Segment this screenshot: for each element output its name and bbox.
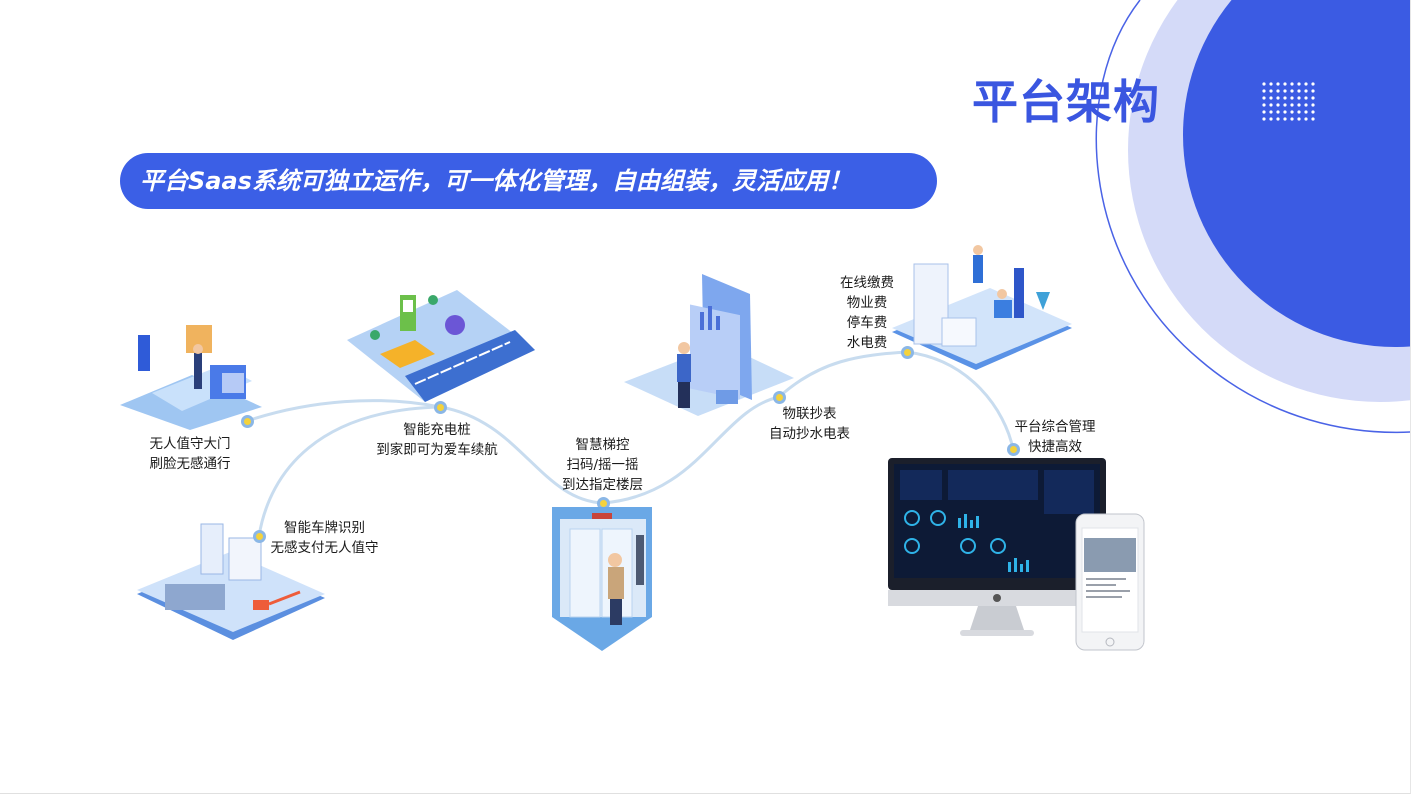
node-charging [434, 401, 447, 414]
online-payment-icon [892, 245, 1072, 370]
node-gate [241, 415, 254, 428]
dot-grid-icon [1262, 82, 1315, 121]
module-elevator-label: 智慧梯控扫码/摇一摇到达指定楼层 [562, 437, 643, 493]
face-recognition-gate-icon [120, 325, 262, 430]
node-meter [773, 391, 786, 404]
module-charging-label: 智能充电桩到家即可为爱车续航 [376, 422, 498, 458]
module-meter-label: 物联抄表自动抄水电表 [769, 406, 850, 442]
license-plate-parking-icon [137, 523, 325, 640]
meter-reading-icon [624, 274, 794, 416]
elevator-icon [552, 507, 652, 651]
node-payment [901, 346, 914, 359]
node-dashboard [1007, 443, 1020, 456]
page-title: 平台架构 [972, 75, 1160, 129]
module-payment-label: 在线缴费物业费停车费水电费 [840, 275, 894, 351]
decorative-circles [1095, 0, 1410, 434]
module-dashboard-label: 平台综合管理快捷高效 [1014, 419, 1096, 455]
banner: 平台Saas系统可独立运作，可一体化管理，自由组装，灵活应用！ [120, 153, 937, 209]
dashboard-monitor-icon [888, 458, 1145, 651]
charging-station-icon [347, 290, 535, 402]
module-plate-label: 智能车牌识别无感支付无人值守 [270, 520, 379, 556]
node-plate [253, 530, 266, 543]
module-gate-label: 无人值守大门刷脸无感通行 [149, 436, 231, 472]
